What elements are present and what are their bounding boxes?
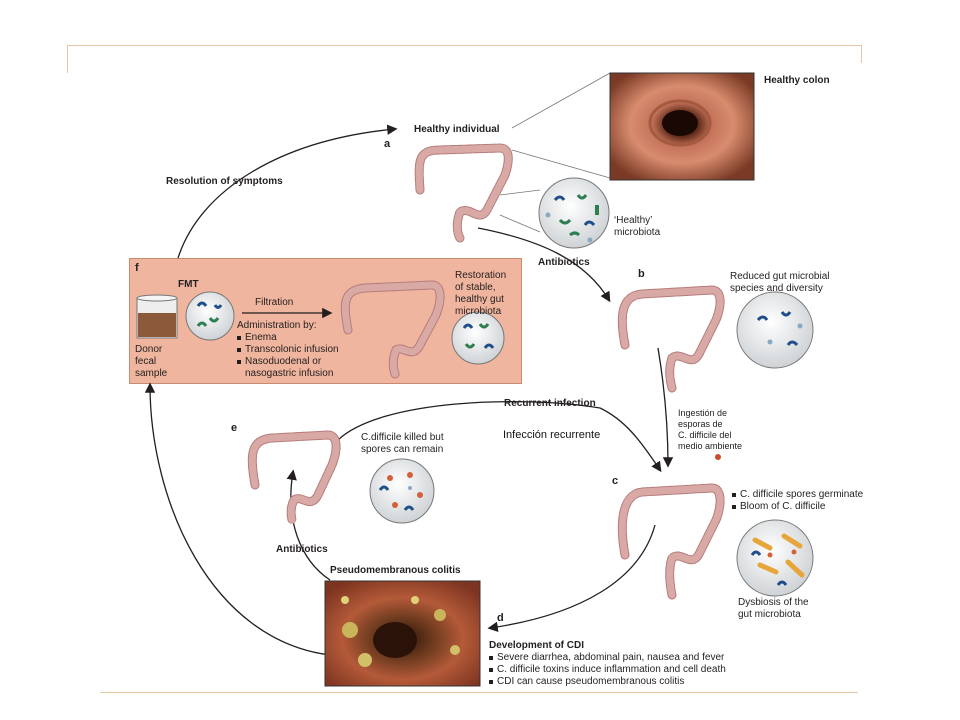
donor-beaker-icon bbox=[136, 294, 178, 339]
antibiotics-label-e: Antibiotics bbox=[276, 544, 328, 555]
dysbiosis-label: Dysbiosis of the gut microbiota bbox=[738, 597, 809, 620]
stage-letter-f: f bbox=[135, 262, 139, 274]
healthy-individual-title: Healthy individual bbox=[414, 124, 500, 135]
healthy-colon-photo bbox=[609, 72, 755, 181]
slide-frame-left bbox=[67, 45, 68, 73]
administration-list: Enema Transcolonic infusion Nasoduodenal… bbox=[237, 332, 339, 368]
arrow-c-to-d bbox=[487, 524, 656, 633]
administration-item: nasogastric infusion bbox=[245, 368, 334, 379]
fmt-title: FMT bbox=[178, 279, 199, 290]
reduced-diversity-label: Reduced gut microbial species and divers… bbox=[730, 271, 830, 294]
administration-item: Nasoduodenal or bbox=[237, 356, 339, 368]
stage-letter-c: c bbox=[612, 475, 619, 487]
stage-letter-a: a bbox=[384, 138, 391, 150]
pseudomembranous-colitis-photo bbox=[324, 580, 481, 687]
stage-letter-b: b bbox=[638, 268, 645, 280]
fmt-restored-circle bbox=[451, 311, 505, 365]
stage-d-bullet: CDI can cause pseudomembranous colitis bbox=[489, 676, 726, 688]
recurrent-infection-label: Recurrent infection bbox=[504, 398, 596, 409]
healthy-microbiota-label: ‘Healthy’ microbiota bbox=[614, 215, 661, 238]
fmt-filter-circle bbox=[185, 291, 235, 341]
development-cdi-title: Development of CDI bbox=[489, 640, 585, 651]
stage-letter-d: d bbox=[497, 612, 504, 624]
healthy-colon-label: Healthy colon bbox=[764, 75, 830, 86]
antibiotics-label-b: Antibiotics bbox=[538, 257, 590, 268]
slide-frame-top bbox=[67, 45, 862, 46]
resolution-arrow-label: Resolution of symptoms bbox=[166, 176, 283, 187]
cdiff-killed-label: C.difficile killed but spores can remain bbox=[361, 432, 444, 455]
arrow-d-to-e bbox=[286, 469, 331, 581]
administration-item: Transcolonic infusion bbox=[237, 344, 339, 356]
donor-sample-label: Donor fecal sample bbox=[135, 344, 168, 379]
restoration-label: Restoration of stable, healthy gut micro… bbox=[455, 270, 507, 317]
microbiota-dysbiosis-circle bbox=[736, 519, 814, 597]
microbiota-healthy-circle bbox=[538, 177, 610, 249]
arrow-antibiotics-to-b bbox=[477, 227, 611, 303]
spanish-recurrent-label: Infección recurrente bbox=[503, 429, 601, 441]
microbiota-spores-circle bbox=[369, 458, 435, 524]
stage-c-bullet: C. difficile spores germinate bbox=[732, 489, 863, 501]
administration-item: Enema bbox=[237, 332, 339, 344]
stage-d-bullet: Severe diarrhea, abdominal pain, nausea … bbox=[489, 652, 726, 664]
arrow-resolution bbox=[177, 124, 398, 259]
microbiota-reduced-circle bbox=[736, 291, 814, 369]
filtration-label: Filtration bbox=[255, 297, 294, 308]
slide-frame-bottom bbox=[100, 692, 858, 693]
spore-ingestion-label: Ingestión de esporas de C. difficile del… bbox=[678, 408, 743, 451]
stage-c-bullets: C. difficile spores germinate Bloom of C… bbox=[732, 489, 863, 513]
pseudomembranous-colitis-label: Pseudomembranous colitis bbox=[330, 565, 461, 576]
stage-c-bullet: Bloom of C. difficile bbox=[732, 501, 863, 513]
arrow-d-to-fmt bbox=[144, 382, 331, 656]
slide-frame-right bbox=[861, 45, 862, 63]
stage-d-bullet: C. difficile toxins induce inflammation … bbox=[489, 664, 726, 676]
arrow-b-to-c bbox=[657, 347, 674, 468]
stage-letter-e: e bbox=[231, 422, 238, 434]
arrow-recurrent bbox=[337, 400, 662, 473]
administration-title: Administration by: bbox=[237, 320, 317, 331]
stage-d-bullets: Severe diarrhea, abdominal pain, nausea … bbox=[489, 652, 726, 688]
